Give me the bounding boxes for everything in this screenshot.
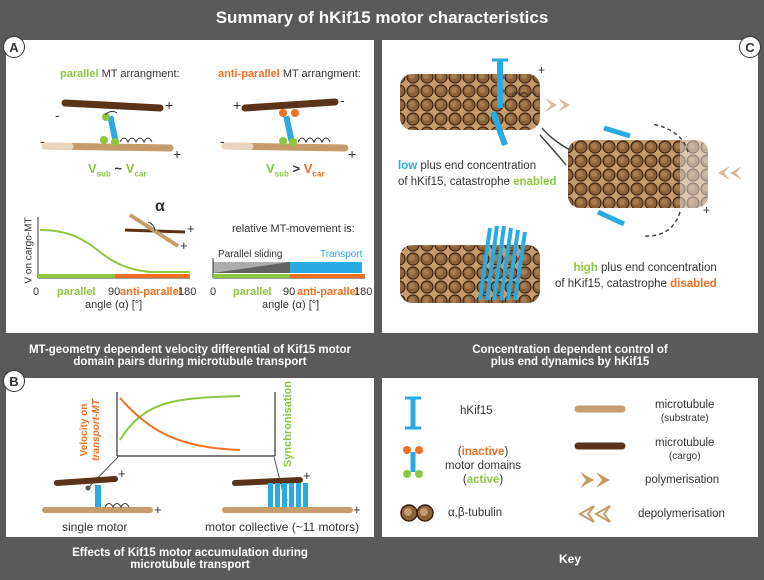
key-motor-domains-label: (inactive) motor domains (active) (445, 446, 522, 486)
velocity-x-label: angle (α) [°] (85, 299, 143, 311)
velocity-tick-180: 180 (178, 286, 197, 298)
antiparallel-heading: anti-parallel MT arrangment: (218, 68, 361, 80)
center-mt (568, 140, 742, 208)
antiparallel-minus-bottom: - (220, 133, 225, 149)
antiparallel-substrate-mt (221, 142, 349, 152)
tubulin-icon (400, 504, 434, 522)
panel-a-caption: MT-geometry dependent velocity different… (6, 337, 374, 375)
key-depolymerisation-label: depolymerisation (638, 508, 725, 520)
relative-axis-parallel: parallel (233, 286, 272, 298)
hkif15-icon (405, 396, 421, 430)
single-motor-plus-bottom: + (154, 502, 162, 517)
high-concentration-text: high plus end concentration of hKif15, c… (555, 262, 717, 290)
motor-collective-illustration (222, 477, 353, 513)
collective-plus-top: + (303, 468, 311, 483)
low-concentration-mt (400, 58, 570, 147)
panel-c-caption: Concentration dependent control of plus … (382, 337, 758, 375)
motor-domains-icon (403, 446, 423, 478)
antiparallel-minus-top: - (340, 92, 345, 108)
cycle-arrows (539, 123, 689, 237)
panel-a-letter: A (3, 36, 25, 58)
antiparallel-plus-bottom: + (348, 146, 357, 162)
parallel-plus-top: + (165, 97, 174, 113)
angle-plus-2: + (180, 238, 188, 253)
relative-movement-label: relative MT-movement is: (232, 223, 355, 235)
angle-alpha-label: α (155, 198, 165, 215)
parallel-substrate-mt (41, 142, 174, 152)
parallel-cargo-mt (61, 99, 164, 112)
antiparallel-plus-left: + (233, 97, 242, 113)
antiparallel-motor (279, 109, 331, 146)
velocity-axis-parallel: parallel (57, 286, 96, 298)
key-substrate-label: microtubule (substrate) (655, 399, 715, 424)
key-hkif15-label: hKif15 (460, 405, 493, 417)
single-motor-illustration (42, 476, 153, 513)
depolymerisation-icon (577, 505, 611, 523)
key-cargo-label: microtubule (cargo) (655, 437, 715, 462)
angle-icon (124, 213, 186, 248)
single-motor-label: single motor (62, 520, 128, 534)
key-caption: Key (382, 540, 758, 578)
antiparallel-velocity-relation: Vsub > Vcar (266, 161, 325, 179)
parallel-motor (100, 110, 153, 146)
motor-collective-label: motor collective (~11 motors) (205, 520, 360, 534)
parallel-sliding-label: Parallel sliding (218, 249, 283, 260)
parallel-minus-left: - (55, 107, 60, 123)
relative-tick-0: 0 (210, 286, 217, 298)
transport-label: Transport (320, 249, 363, 260)
page-title: Summary of hKif15 motor characteristics (0, 0, 764, 36)
key-tubulin-label: α,β-tubulin (448, 507, 503, 519)
panel-a (6, 40, 374, 333)
accumulation-chart (85, 392, 288, 503)
key-panel (382, 378, 758, 537)
velocity-tick-90: 90 (108, 286, 121, 298)
parallel-heading: parallel MT arrangment: (60, 68, 180, 80)
collective-plus-bottom: + (353, 502, 361, 517)
center-mt-plus: + (703, 203, 711, 217)
relative-movement-chart (212, 258, 365, 279)
single-motor-plus-top: + (118, 466, 126, 481)
velocity-axis-antiparallel: anti-parallel (120, 286, 182, 298)
parallel-minus-bottom: - (40, 133, 45, 149)
relative-tick-90: 90 (283, 286, 296, 298)
polymerisation-icon (580, 472, 610, 488)
free-motors (596, 125, 631, 227)
parallel-plus-bottom: + (173, 146, 182, 162)
high-concentration-mt (400, 225, 540, 303)
panel-c-letter: C (739, 36, 761, 58)
relative-axis-antiparallel: anti-parallel (297, 286, 359, 298)
panel-b-caption: Effects of Kif15 motor accumulation duri… (6, 540, 374, 578)
panel-b-letter: B (3, 370, 25, 392)
key-polymerisation-label: polymerisation (645, 474, 720, 486)
velocity-tick-0: 0 (33, 286, 40, 298)
angle-plus-1: + (187, 221, 195, 236)
relative-x-label: angle (α) [°] (262, 299, 320, 311)
antiparallel-cargo-mt (241, 98, 339, 112)
relative-tick-180: 180 (354, 286, 373, 298)
parallel-velocity-relation: Vsub ~ Vcar (88, 161, 147, 179)
velocity-chart (37, 217, 190, 279)
low-mt-plus: + (538, 63, 546, 77)
low-concentration-text: low plus end concentration of hKif15, ca… (398, 160, 557, 188)
